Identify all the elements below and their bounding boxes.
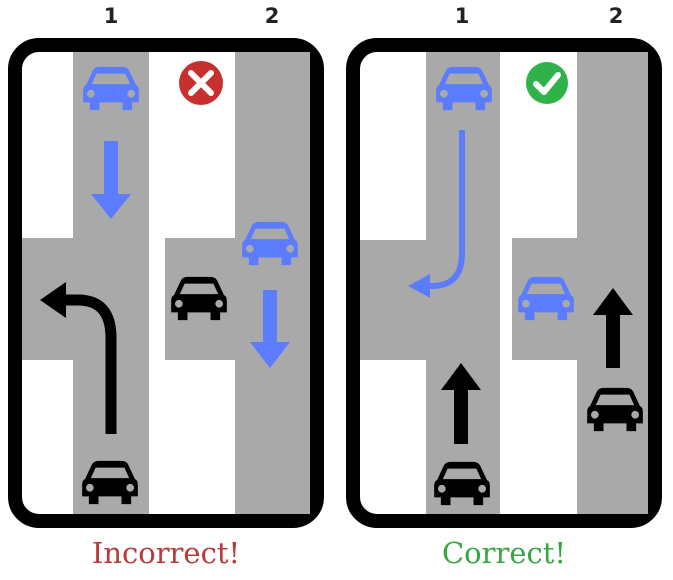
incorrect-diagram bbox=[8, 38, 324, 528]
check-icon bbox=[526, 62, 568, 104]
x-icon bbox=[179, 61, 223, 105]
arrow-up-icon bbox=[593, 288, 633, 368]
correct-label: Correct! bbox=[441, 536, 567, 570]
arrow-down-icon bbox=[91, 141, 131, 219]
lane-label-2-right: 2 bbox=[608, 4, 624, 28]
crossroad-left bbox=[360, 240, 500, 360]
arrow-curve-left-icon bbox=[408, 130, 465, 298]
incorrect-panel bbox=[8, 38, 324, 528]
arrow-up-icon bbox=[441, 363, 481, 444]
correct-panel bbox=[346, 38, 662, 528]
arrow-down-icon bbox=[250, 290, 290, 368]
lane-label-1-right: 1 bbox=[454, 4, 470, 28]
correct-diagram bbox=[346, 38, 662, 528]
incorrect-label: Incorrect! bbox=[91, 536, 241, 570]
arrow-turn-left-icon bbox=[40, 282, 117, 434]
lane-label-2-left: 2 bbox=[264, 4, 280, 28]
lane-label-1-left: 1 bbox=[103, 4, 119, 28]
